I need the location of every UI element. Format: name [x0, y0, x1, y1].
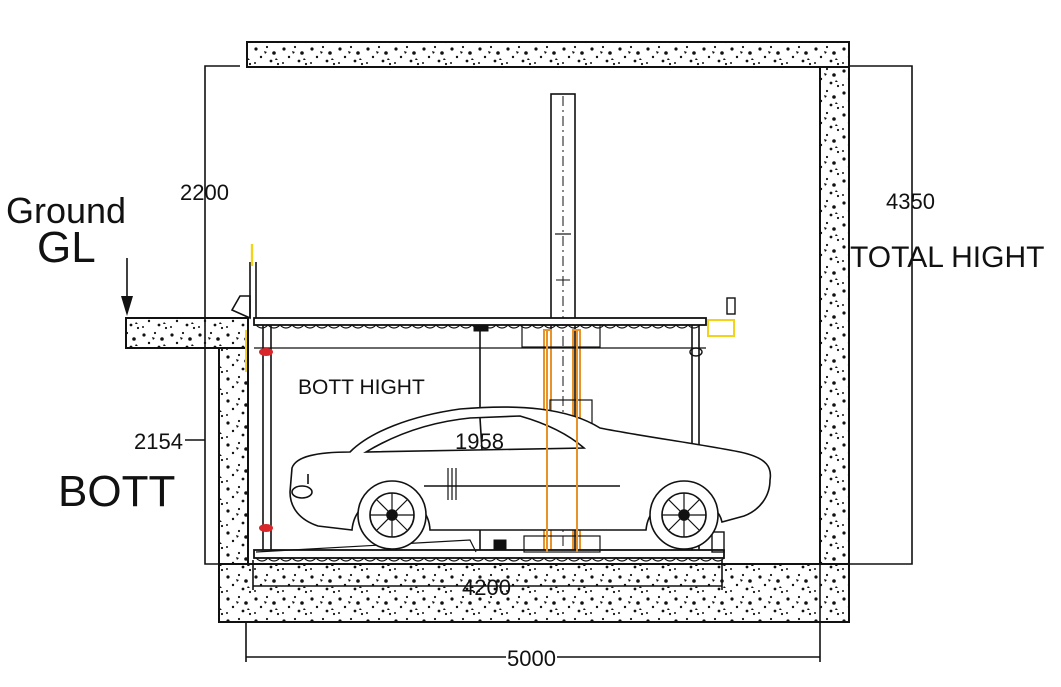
ground-arrow [121, 258, 133, 316]
stopper-upper-left [259, 348, 273, 356]
guide-rail-overlay [546, 330, 578, 552]
wheel-rear [649, 480, 719, 550]
dim-line-above-ground [204, 65, 248, 319]
dim-label-total: 4350 [886, 189, 935, 214]
stopper-upper-right [689, 347, 703, 357]
bott-hight-label: BOTT HIGHT [298, 376, 425, 399]
ramp [255, 539, 477, 553]
dim-label-clear-height: 1958 [455, 429, 504, 454]
concrete-structure [125, 41, 850, 623]
ground-slab-block [125, 317, 249, 349]
end-sensor [707, 319, 735, 337]
left-pit-wall [218, 321, 249, 565]
dim-label-platform-width: 4200 [462, 575, 511, 600]
dim-line-total [849, 65, 913, 565]
lower-platform [253, 531, 725, 562]
dim-label-pit-width: 5000 [506, 646, 557, 671]
ground-label: Ground [6, 190, 127, 231]
car-window [363, 415, 587, 453]
upper-deck [253, 317, 707, 326]
stopper-lower-left [259, 524, 273, 532]
car-headlight [291, 485, 313, 499]
total-hight-label: TOTAL HIGHT [850, 241, 1045, 274]
wheel-front [357, 480, 427, 550]
car [289, 406, 772, 550]
gl-label: GL [37, 223, 96, 272]
dim-label-bott-depth: 2154 [134, 429, 183, 454]
pit-floor-slab [218, 563, 850, 623]
right-wall [819, 66, 850, 565]
lower-deck-corrugation [255, 557, 725, 562]
bott-label: BOTT [58, 467, 176, 516]
top-slab [246, 41, 850, 68]
dim-label-above-ground: 2200 [180, 180, 229, 205]
lower-deck [253, 549, 725, 559]
car-grille [447, 468, 457, 500]
dim-line-bott-depth [204, 318, 248, 565]
upper-platform [253, 297, 736, 349]
